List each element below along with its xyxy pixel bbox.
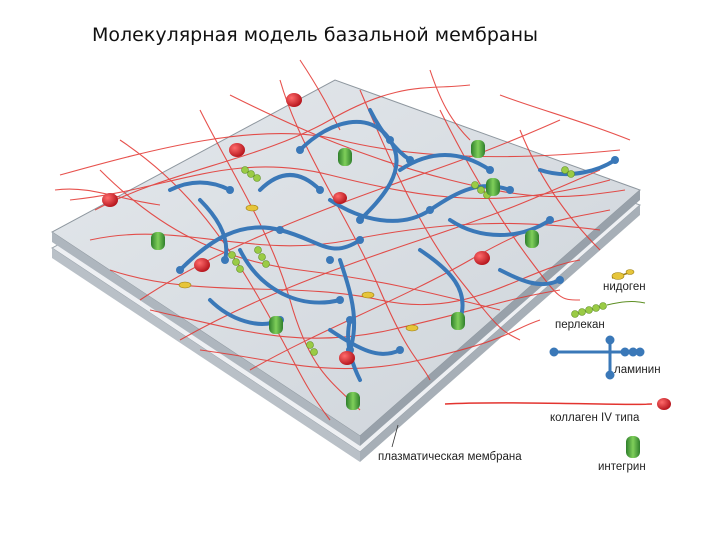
legend-nidogen-label: нидоген [603, 281, 646, 293]
legend-perlecan-label: перлекан [555, 319, 605, 331]
laminin-beads [176, 136, 619, 354]
membrane-leader-line [391, 424, 399, 448]
legend-perlecan-symbol [571, 301, 646, 318]
legend-collagen-symbol [444, 398, 671, 410]
nidogen-molecules [178, 204, 419, 332]
legend-laminin-symbol [549, 335, 645, 380]
membrane-label: плазматическая мембрана [378, 451, 522, 463]
legend-integrin-symbol [626, 436, 640, 458]
legend-collagen-label: коллаген IV типа [550, 412, 640, 424]
plasma-membrane [51, 79, 641, 462]
legend-integrin-label: интегрин [598, 461, 646, 473]
integrins [151, 140, 539, 410]
legend-laminin-label: ламинин [614, 364, 661, 376]
legend-nidogen-symbol [611, 269, 635, 280]
perlecan-chains [228, 166, 575, 356]
page-title: Молекулярная модель базальной мембраны [92, 24, 538, 46]
collagen-heads [102, 93, 490, 365]
